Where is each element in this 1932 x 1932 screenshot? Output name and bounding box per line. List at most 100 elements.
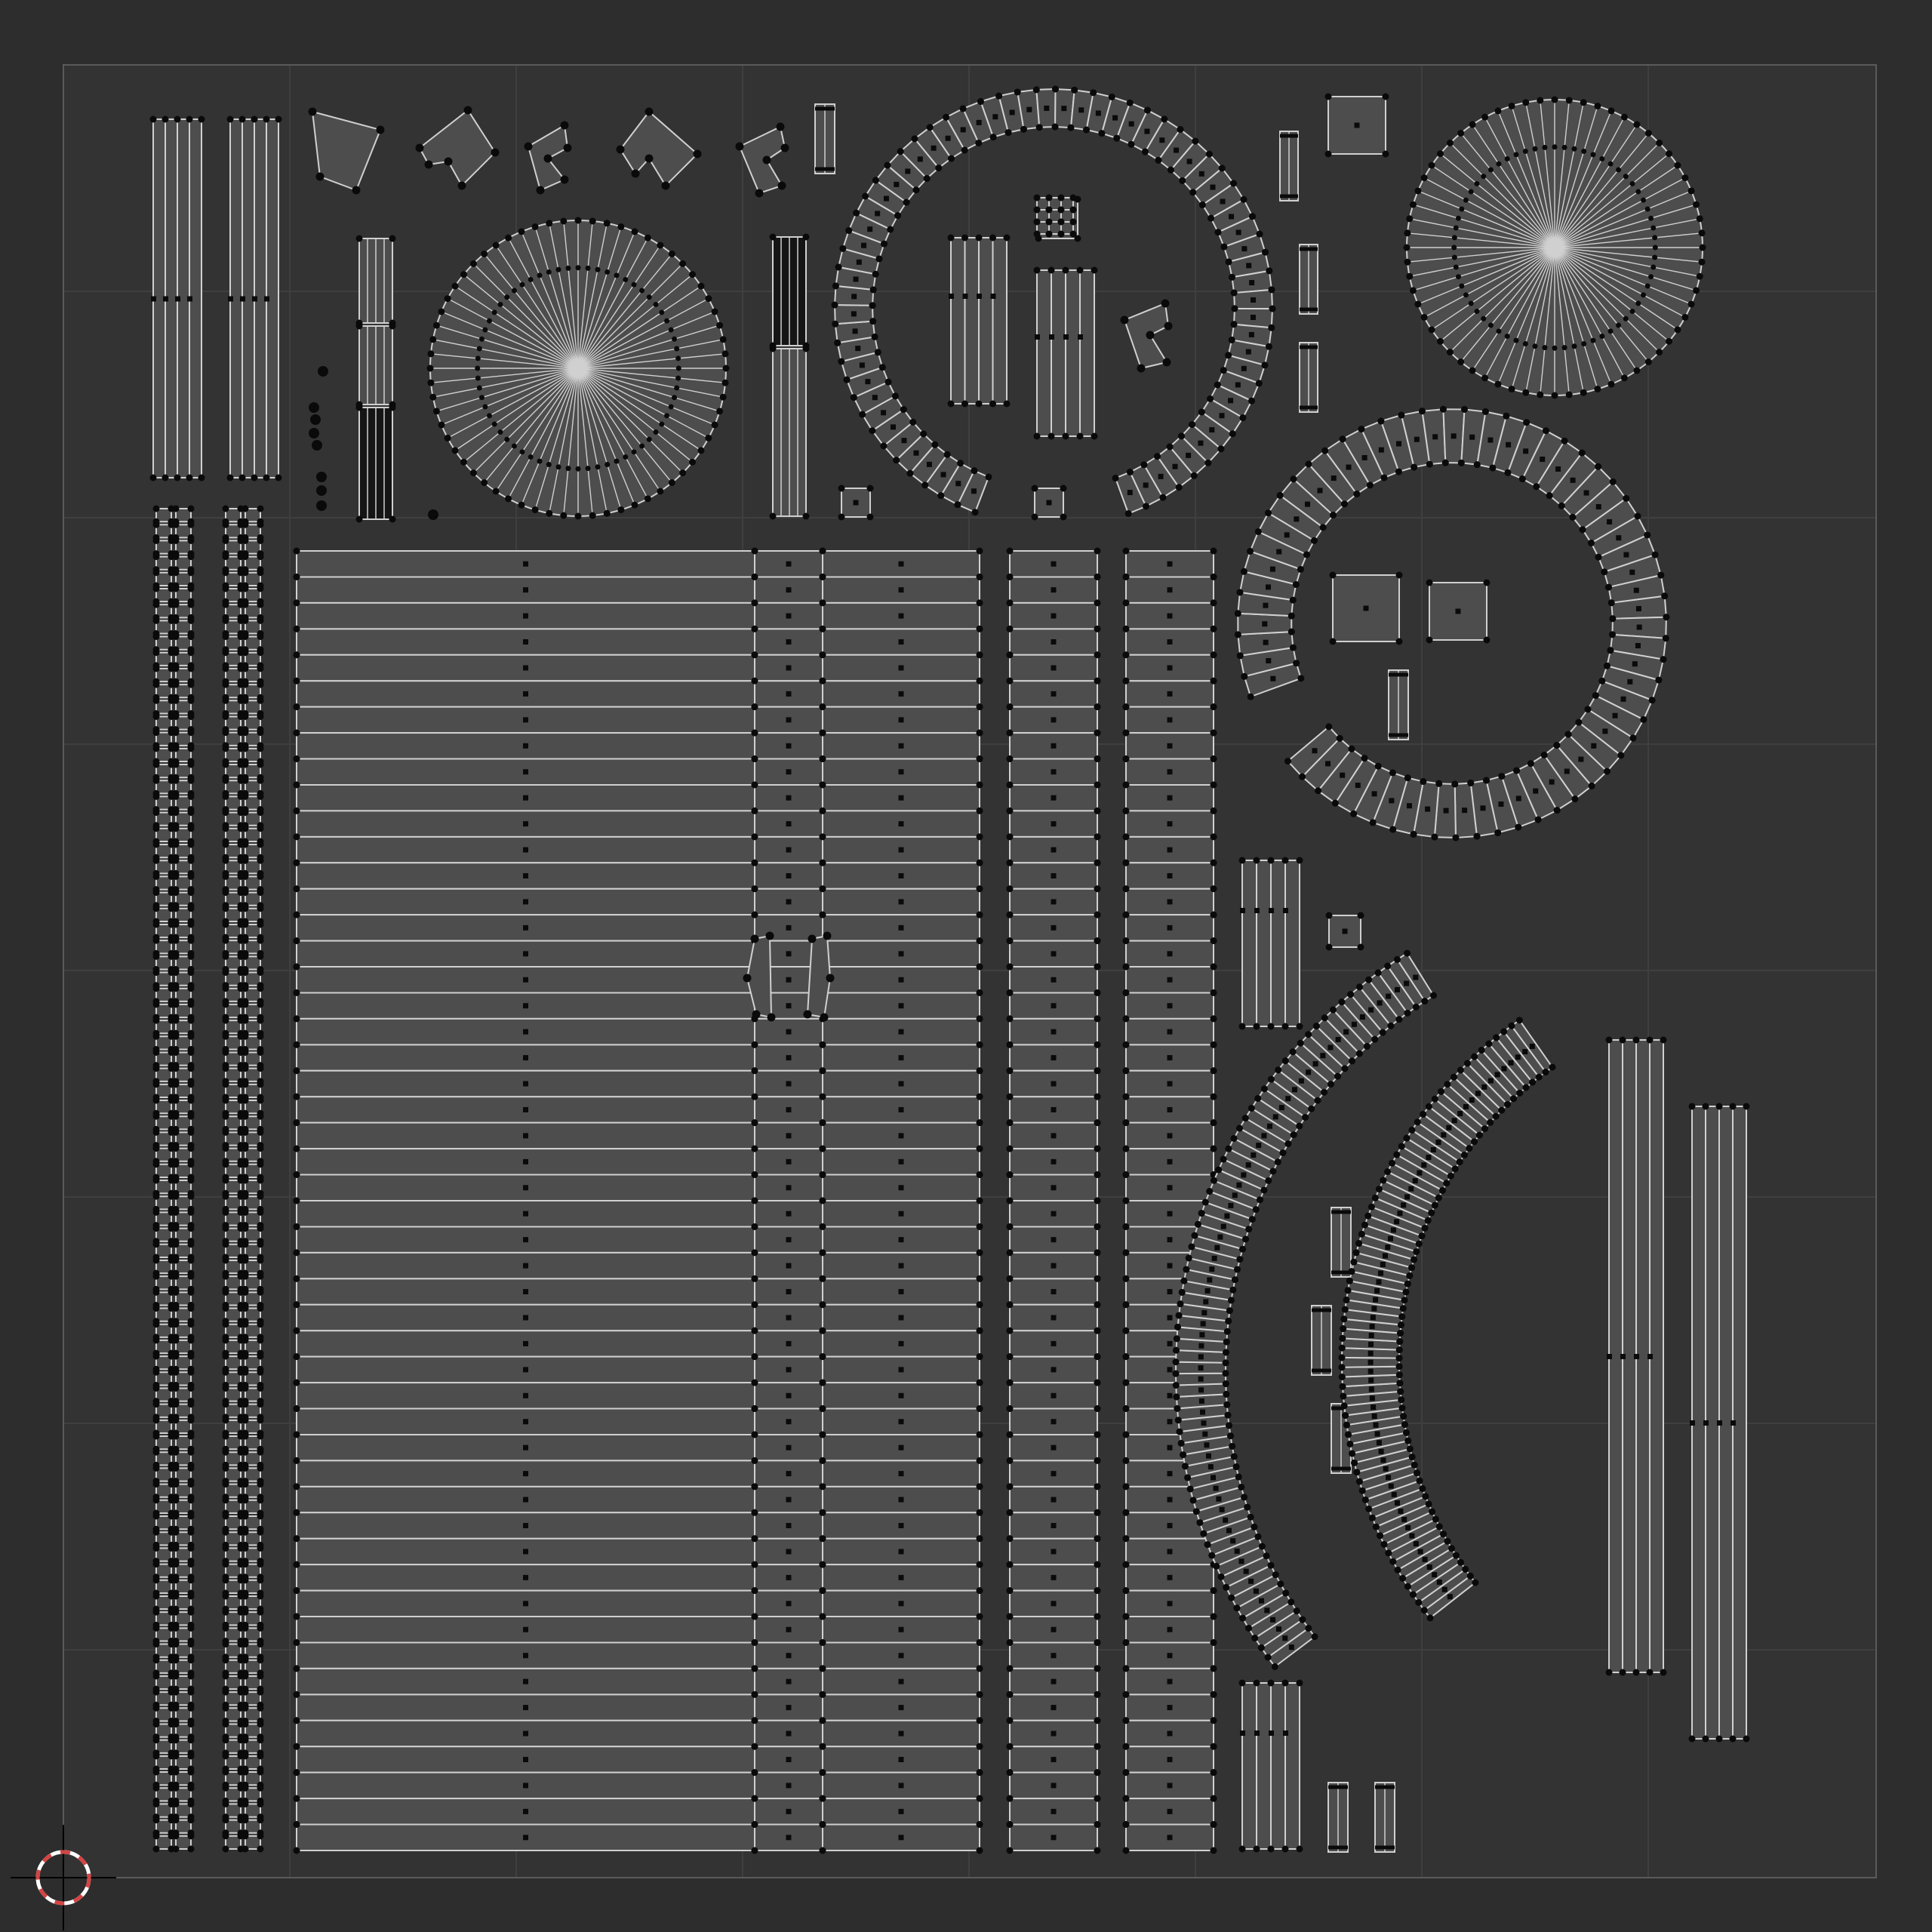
uv-vertex bbox=[1588, 782, 1595, 789]
pole-group-2[interactable] bbox=[226, 115, 282, 481]
disc-island-1[interactable] bbox=[426, 217, 730, 520]
uv-face-dot bbox=[1198, 1365, 1204, 1371]
uv-vertex bbox=[659, 421, 665, 427]
uv-vertex bbox=[976, 651, 983, 659]
pole-group-5[interactable] bbox=[1238, 857, 1303, 1030]
small-square-3[interactable] bbox=[1324, 93, 1389, 158]
small-square-7[interactable] bbox=[1325, 912, 1364, 951]
uv-vertex bbox=[657, 242, 664, 249]
uv-face-dot bbox=[1204, 1442, 1210, 1448]
uv-face-dot bbox=[786, 1783, 792, 1789]
uv-vertex bbox=[1006, 755, 1014, 763]
uv-vertex bbox=[1418, 408, 1426, 415]
uv-vertex bbox=[762, 155, 771, 165]
uv-vertex bbox=[187, 1817, 195, 1824]
uv-vertex bbox=[976, 989, 983, 996]
uv-vertex bbox=[751, 1093, 758, 1100]
uv-vertex bbox=[1122, 1535, 1130, 1543]
uv-face-dot bbox=[1051, 1158, 1057, 1164]
uv-vertex bbox=[152, 792, 160, 800]
uv-vertex bbox=[1648, 697, 1656, 704]
uv-vertex bbox=[486, 318, 492, 324]
uv-vertex bbox=[242, 1832, 249, 1840]
uv-face-dot bbox=[872, 395, 878, 401]
uv-vertex bbox=[560, 512, 568, 519]
cylinder-2a[interactable] bbox=[769, 233, 810, 349]
uv-vertex bbox=[574, 512, 582, 520]
uv-vertex bbox=[866, 485, 874, 492]
uv-vertex bbox=[546, 462, 552, 468]
disc-island-2[interactable] bbox=[1403, 96, 1706, 399]
uv-vertex bbox=[1112, 475, 1119, 482]
chain-strip-1[interactable] bbox=[152, 505, 195, 1853]
uv-vertex bbox=[429, 393, 437, 401]
chain-strip-2[interactable] bbox=[222, 505, 264, 1853]
cylinder-2b[interactable] bbox=[769, 345, 810, 520]
plank-column-3[interactable] bbox=[819, 547, 983, 1854]
uv-vertex bbox=[187, 1288, 195, 1296]
small-square-5[interactable] bbox=[1329, 571, 1403, 645]
plank-column-1[interactable] bbox=[293, 547, 758, 1854]
cylinder-1b[interactable] bbox=[355, 322, 396, 408]
uv-vertex bbox=[595, 266, 601, 272]
small-square-6[interactable] bbox=[1426, 579, 1491, 644]
small-bar-3[interactable] bbox=[1299, 244, 1318, 315]
uv-vertex bbox=[1122, 1717, 1130, 1724]
small-bar-9[interactable] bbox=[1327, 1782, 1349, 1853]
plank-column-4[interactable] bbox=[1006, 547, 1101, 1854]
uv-vertex bbox=[976, 937, 983, 945]
small-bar-5[interactable] bbox=[1388, 669, 1409, 740]
uv-face-dot bbox=[1051, 1574, 1057, 1580]
uv-face-dot bbox=[1051, 1549, 1057, 1555]
uv-vertex bbox=[152, 601, 160, 608]
small-bar-6[interactable] bbox=[1331, 1207, 1352, 1278]
pole-group-1[interactable] bbox=[149, 115, 205, 481]
pole-group-6[interactable] bbox=[1238, 1679, 1303, 1853]
small-square-2[interactable] bbox=[1031, 485, 1067, 521]
uv-vertex bbox=[1006, 1638, 1014, 1646]
small-bar-10[interactable] bbox=[1374, 1782, 1395, 1853]
cylinder-1a[interactable] bbox=[355, 235, 396, 327]
uv-vertex bbox=[187, 905, 195, 912]
pole-group-3[interactable] bbox=[947, 234, 1011, 408]
uv-vertex bbox=[257, 1401, 264, 1408]
uv-vertex bbox=[1652, 254, 1658, 260]
pole-group-4[interactable] bbox=[1033, 266, 1098, 440]
pole-group-7[interactable] bbox=[1605, 1036, 1667, 1676]
uv-vertex bbox=[751, 1145, 758, 1152]
uv-vertex bbox=[1210, 1847, 1217, 1854]
uv-islands-layer[interactable] bbox=[149, 85, 1750, 1854]
uv-face-dot bbox=[1051, 1003, 1057, 1009]
uv-vertex bbox=[751, 703, 758, 711]
uv-vertex bbox=[242, 1544, 249, 1552]
uv-vertex bbox=[1006, 1690, 1014, 1698]
uv-vertex bbox=[1141, 148, 1149, 155]
uv-vertex bbox=[389, 404, 396, 411]
uv-vertex bbox=[1467, 780, 1475, 787]
small-bar-1[interactable] bbox=[814, 103, 835, 174]
uv-vertex bbox=[1619, 1036, 1626, 1044]
uv-vertex bbox=[1247, 693, 1254, 700]
uv-vertex bbox=[1236, 589, 1244, 596]
uv-vertex bbox=[819, 1769, 826, 1777]
plank-column-2[interactable] bbox=[751, 547, 826, 1854]
uv-vertex bbox=[1240, 195, 1247, 203]
uv-vertex bbox=[616, 145, 625, 154]
small-bar-7[interactable] bbox=[1311, 1305, 1332, 1376]
small-square-1[interactable] bbox=[838, 485, 874, 521]
uv-vertex bbox=[222, 1577, 229, 1584]
pole-group-8[interactable] bbox=[1688, 1103, 1750, 1743]
uv-face-dot bbox=[786, 1705, 792, 1711]
small-bar-4[interactable] bbox=[1299, 342, 1318, 413]
small-bar-2[interactable] bbox=[1279, 131, 1299, 202]
uv-vertex bbox=[976, 599, 983, 607]
uv-face-dot bbox=[1167, 1808, 1173, 1814]
uv-vertex bbox=[152, 585, 160, 592]
uv-vertex bbox=[975, 139, 983, 146]
cylinder-1c[interactable] bbox=[355, 404, 396, 523]
uv-vertex bbox=[1565, 97, 1573, 104]
uv-vertex bbox=[242, 777, 249, 784]
uv-face-dot bbox=[1555, 466, 1561, 472]
